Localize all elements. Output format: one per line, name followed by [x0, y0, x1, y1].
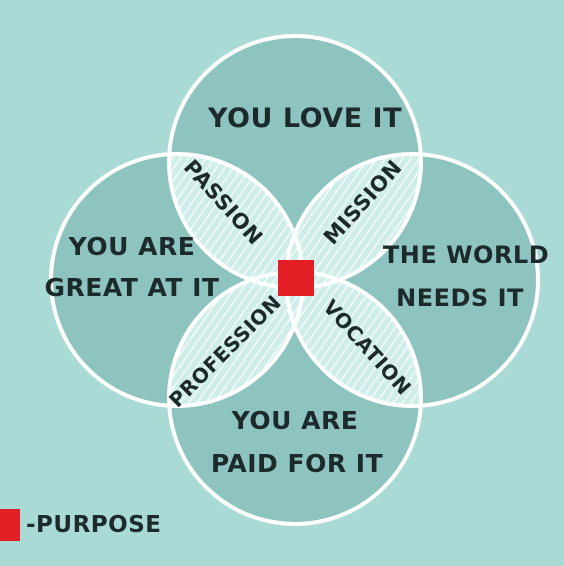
label-you-are-great-line1: YOU ARE [68, 232, 196, 261]
label-paid-for-line2: PAID FOR IT [211, 449, 383, 478]
purpose-marker [278, 260, 314, 296]
legend-purpose-swatch [0, 509, 20, 541]
label-world-needs-line1: THE WORLD [383, 241, 549, 269]
legend: -PURPOSE [0, 505, 161, 545]
label-paid-for-line1: YOU ARE [231, 406, 359, 435]
label-you-love-it: YOU LOVE IT [207, 103, 402, 134]
legend-purpose-label: -PURPOSE [26, 512, 162, 538]
label-you-are-great-line2: GREAT AT IT [44, 273, 219, 302]
label-world-needs-line2: NEEDS IT [396, 284, 524, 312]
